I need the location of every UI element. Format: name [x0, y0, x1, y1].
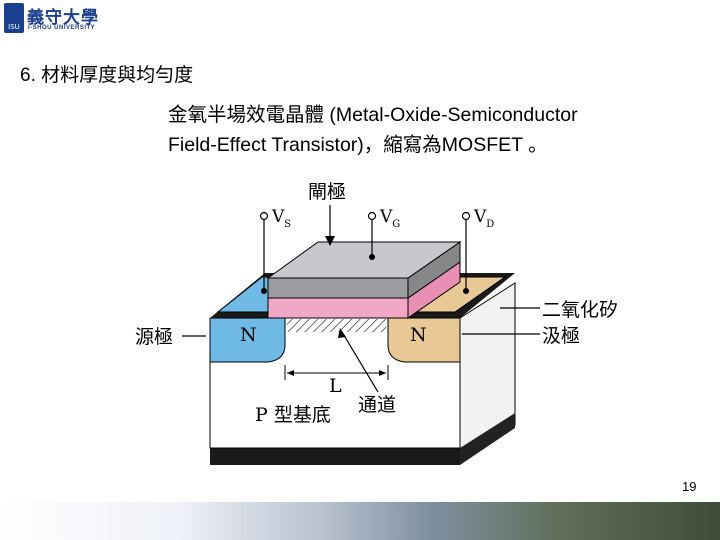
- gate-top: [266, 241, 462, 279]
- oxide-label: 二氧化矽: [542, 299, 618, 321]
- channel-hatch: [287, 319, 386, 332]
- page-number: 19: [682, 479, 697, 494]
- channel-label: 通道: [358, 394, 396, 416]
- source-label: 源極: [135, 326, 173, 348]
- vd-label: VD: [473, 207, 494, 230]
- drain-contact-dot: [463, 288, 469, 294]
- substrate-bottom-side-band: [460, 413, 515, 465]
- logo-name-cn: 義守大學: [27, 8, 99, 28]
- channel-pointer: [341, 331, 379, 393]
- body-line-1: 金氧半場效電晶體 (Metal-Oxide-Semiconductor: [168, 104, 578, 126]
- logo-name-en: I-SHOU UNIVERSITY: [28, 25, 96, 31]
- gate-front: [267, 277, 409, 299]
- source-contact-dot: [261, 288, 267, 294]
- terminal-leads: [259, 211, 471, 291]
- university-logo: ISU 義守大學 I-SHOU UNIVERSITY: [4, 3, 100, 35]
- drain-n-well: [387, 317, 461, 363]
- source-n-well: [209, 317, 286, 363]
- gate-pointer-head: [325, 236, 335, 246]
- length-arrow-right: [379, 370, 386, 376]
- substrate-label: P 型基底: [255, 404, 331, 426]
- drain-label: 汲極: [542, 325, 580, 347]
- logo-emblem-icon: ISU: [4, 3, 24, 33]
- length-arrow-left: [287, 370, 294, 376]
- channel-pointer-head: [338, 328, 346, 338]
- body-line-2: Field-Effect Transistor)，縮寫為MOSFET 。: [168, 134, 548, 156]
- oxide-front: [267, 297, 409, 319]
- substrate-bottom-band: [210, 448, 460, 465]
- source-n-label: N: [240, 324, 257, 346]
- gate-contact-dot: [369, 254, 375, 260]
- slide-body: 金氧半場效電晶體 (Metal-Oxide-Semiconductor Fiel…: [168, 100, 708, 160]
- vs-label: VS: [271, 207, 291, 230]
- footer-banner: [0, 502, 720, 540]
- vg-label: VG: [379, 207, 400, 230]
- length-label: L: [329, 375, 342, 397]
- slide-heading: 6. 材料厚度與均勻度: [20, 65, 194, 86]
- gate-label: 閘極: [308, 181, 346, 203]
- logo-emblem-text: ISU: [8, 23, 20, 31]
- drain-n-label: N: [410, 324, 427, 346]
